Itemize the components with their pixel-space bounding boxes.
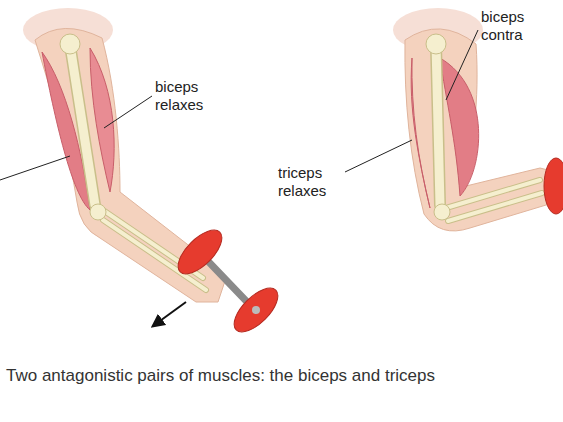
elbow-joint [434, 204, 450, 220]
dumbbell-weight [544, 158, 563, 214]
forearm-bone [448, 193, 542, 221]
leader-line [0, 156, 70, 180]
forearm-bone [446, 180, 540, 208]
callout-label: biceps contra [481, 8, 543, 44]
humerus-bone [436, 45, 440, 205]
humerus-bone [70, 45, 95, 205]
leader-line [104, 96, 152, 128]
humerus-bone [70, 45, 95, 205]
arm-skin [405, 29, 556, 231]
callout-label: triceps relaxes [278, 164, 348, 200]
callout-label: biceps relaxes [155, 78, 225, 114]
bone-head [60, 34, 80, 54]
forearm-bone [448, 193, 542, 221]
motion-arrow [153, 302, 186, 326]
bone-head [426, 34, 446, 54]
humerus-bone [436, 45, 440, 205]
left-arm [0, 8, 285, 339]
figure-caption: Two antagonistic pairs of muscles: the b… [6, 366, 562, 386]
leader-line [446, 30, 478, 100]
biceps-muscle [440, 58, 479, 196]
dumbbell-weight [227, 281, 285, 339]
dumbbell-bolt [252, 306, 260, 314]
dumbbell-handle [205, 258, 250, 305]
forearm-bone [446, 180, 540, 208]
right-arm [345, 8, 563, 231]
elbow-joint [90, 204, 106, 220]
leader-line [345, 140, 412, 172]
dumbbell-weight [171, 223, 229, 281]
triceps-muscle [411, 58, 430, 208]
